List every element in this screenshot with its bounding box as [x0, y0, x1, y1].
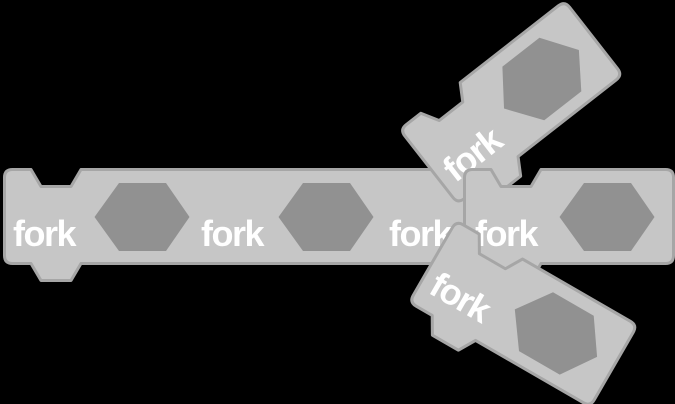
hexagon-slot — [502, 37, 582, 121]
fork-block-lower-branch[interactable]: fork — [396, 216, 642, 404]
fork-label: fork — [201, 213, 265, 254]
hexagon-slot — [559, 183, 655, 251]
fork-label: fork — [475, 213, 539, 254]
fork-block-upper-branch[interactable]: fork — [395, 0, 638, 222]
hexagon-slot — [514, 292, 598, 375]
fork-label: fork — [13, 213, 77, 254]
fork-block-right-branch[interactable]: fork — [461, 166, 675, 284]
hexagon-slot — [94, 183, 190, 251]
hexagon-slot — [278, 183, 374, 251]
fork-block-main[interactable]: fork fork fork — [1, 166, 471, 284]
